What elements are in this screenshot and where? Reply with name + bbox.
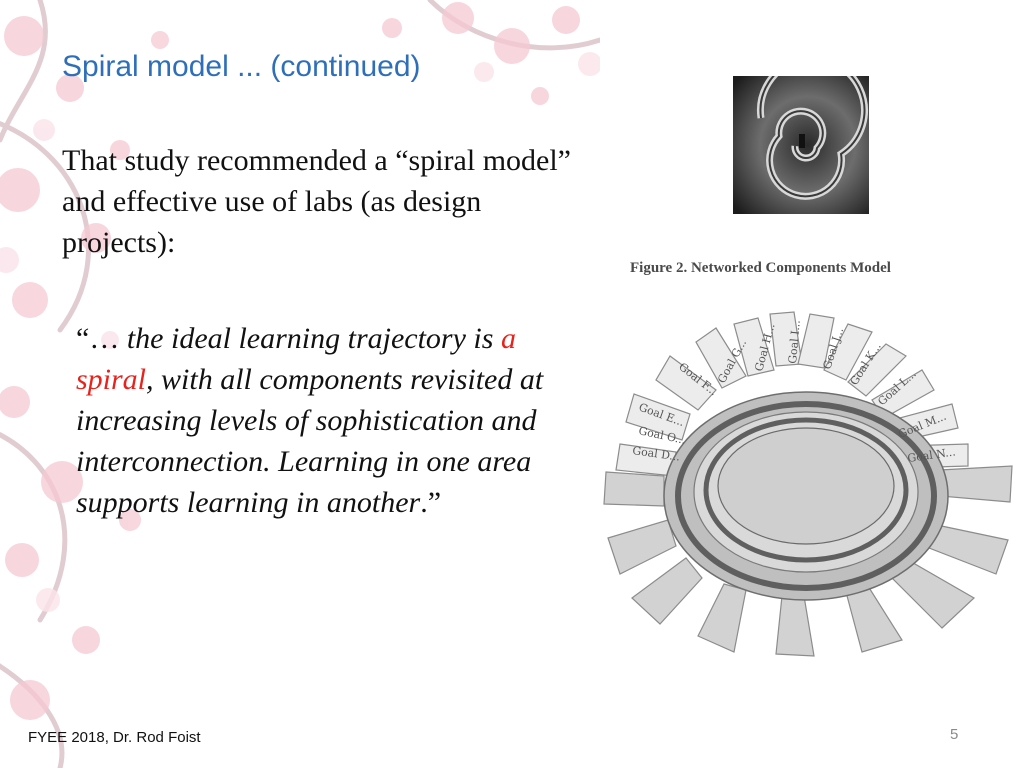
- figure-caption: Figure 2. Networked Components Model: [630, 260, 891, 276]
- study-quote: “… the ideal learning trajectory is a sp…: [76, 318, 596, 523]
- quote-highlight: a spiral: [76, 322, 516, 396]
- body-text: That study recommended a “spiral model” …: [62, 144, 571, 259]
- cherry-blossom-decoration: [0, 0, 600, 768]
- outer-paddles: [603, 465, 1013, 657]
- goal-label: Goal I...: [786, 319, 803, 364]
- quote-part-2: , with all components revisited at incre…: [76, 363, 544, 519]
- quote-part-1: the ideal learning trajectory is: [126, 322, 501, 355]
- quote-close: .”: [420, 486, 442, 519]
- networked-components-figure: Goal D... Goal E... Goal F... Goal G... …: [603, 311, 1013, 657]
- goal-flags: [615, 311, 969, 477]
- footer-text: FYEE 2018, Dr. Rod Foist: [28, 729, 201, 746]
- quote-open: “…: [76, 322, 127, 355]
- spiral-staircase-photo: [733, 76, 869, 214]
- page-number: 5: [950, 726, 959, 743]
- slide-title: Spiral model ... (continued): [62, 50, 421, 83]
